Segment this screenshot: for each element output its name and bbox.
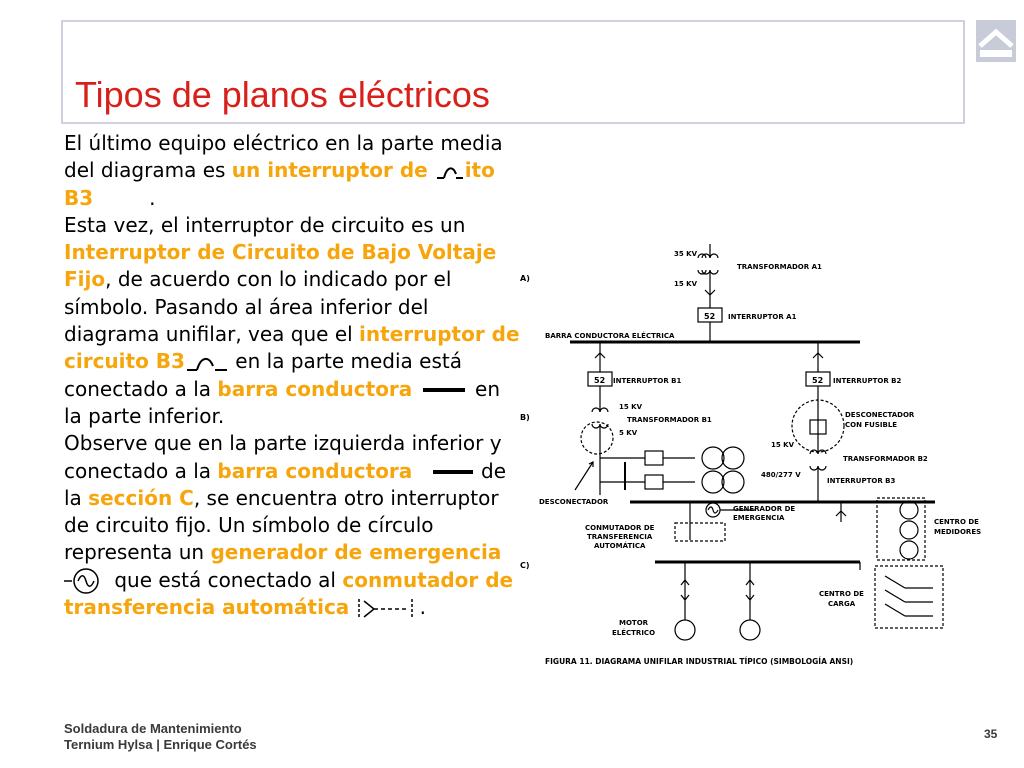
diagram-label: INTERRUPTOR A1 xyxy=(728,313,797,321)
diagram-label: CON FUSIBLE xyxy=(845,421,897,429)
highlight-text: barra conductora xyxy=(217,458,413,483)
diagram-label: EMERGENCIA xyxy=(733,514,785,522)
diagram-label: C) xyxy=(520,561,530,570)
body-text: El último equipo eléctrico en la parte m… xyxy=(64,130,524,622)
diagram-label: B) xyxy=(520,413,530,422)
footer-author: Ternium Hylsa | Enrique Cortés xyxy=(64,737,257,752)
title-frame: Tipos de planos eléctricos xyxy=(61,20,965,124)
highlight-text: generador de emergencia xyxy=(210,540,502,565)
diagram-label: TRANSFORMADOR B1 xyxy=(627,416,712,424)
diagram-label: 5 KV xyxy=(619,429,638,437)
text-run: , se encuentra otro interruptor de circu… xyxy=(64,485,499,565)
diagram-label: TRANSFORMADOR A1 xyxy=(737,263,822,271)
highlight-text: interruptor de circuito B3 xyxy=(64,322,520,374)
highlight-text: un interruptor de xyxy=(231,158,435,183)
bus-bar-symbol-icon xyxy=(422,388,465,393)
text-run: . xyxy=(149,185,156,210)
diagram-label: DESCONECTADOR xyxy=(539,498,609,506)
diagram-label: A) xyxy=(520,274,530,283)
diagram-label: MEDIDORES xyxy=(934,528,981,536)
text-run: en la parte media está conectado a la xyxy=(64,349,462,401)
circuit-breaker-symbol-icon xyxy=(436,167,463,179)
diagram-label: 15 KV xyxy=(771,441,795,449)
diagram-label: ELÉCTRICO xyxy=(612,628,655,637)
logo-icon xyxy=(976,20,1016,62)
diagram-label: AUTOMÁTICA xyxy=(594,541,646,550)
diagram-label: 52 xyxy=(812,376,823,385)
diagram-label: INTERRUPTOR B1 xyxy=(613,377,682,385)
single-line-diagram: A) B) C) 35 KV 15 KV TRANSFORMADOR A1 IN… xyxy=(520,244,981,666)
text-run: de la xyxy=(64,458,507,510)
text-run: . xyxy=(419,595,427,620)
diagram-label: CENTRO DE xyxy=(819,590,864,598)
diagram-label: 35 KV xyxy=(674,250,698,258)
diagram-label: 52 xyxy=(594,376,605,385)
text-run: , de acuerdo con lo indicado por el símb… xyxy=(64,267,452,347)
text-run: El último equipo eléctrico en la parte m… xyxy=(64,131,503,183)
diagram-label: 480/277 V xyxy=(761,471,801,479)
diagram-label: BARRA CONDUCTORA ELÉCTRICA xyxy=(545,331,675,340)
diagram-label: INTERRUPTOR B2 xyxy=(833,377,902,385)
diagram-label: GENERADOR DE xyxy=(733,505,795,513)
bus-bar-symbol-icon xyxy=(432,470,473,475)
text-run: en la parte inferior. xyxy=(64,376,500,428)
highlight-text: Interruptor de Circuito de Bajo Voltaje … xyxy=(64,240,497,292)
text-run: Esta vez, el interruptor de circuito es … xyxy=(64,212,466,237)
highlight-text: barra conductora xyxy=(217,376,413,401)
diagram-label: 15 KV xyxy=(619,403,643,411)
text-run: que está conectado al xyxy=(108,567,343,592)
highlight-text: sección C xyxy=(88,485,194,510)
highlight-text: ito B3 xyxy=(64,158,495,210)
slide-title: Tipos de planos eléctricos xyxy=(75,74,490,115)
circuit-breaker-symbol-icon xyxy=(186,357,227,371)
diagram-label: CARGA xyxy=(828,600,856,608)
diagram-label: 15 KV xyxy=(674,280,698,288)
figure-caption: FIGURA 11. DIAGRAMA UNIFILAR INDUSTRIAL … xyxy=(545,657,853,666)
generator-symbol-icon xyxy=(64,568,99,594)
footer-course: Soldadura de Mantenimiento xyxy=(64,721,242,736)
diagram-label: TRANSFORMADOR B2 xyxy=(843,455,928,463)
diagram-label: INTERRUPTOR B3 xyxy=(827,477,896,485)
diagram-label: CONMUTADOR DE xyxy=(585,524,655,532)
transfer-switch-symbol-icon xyxy=(357,598,413,619)
diagram-label: DESCONECTADOR xyxy=(845,411,915,419)
diagram-label: TRANSFERENCIA xyxy=(587,533,653,541)
text-run: Observe que en la parte izquierda inferi… xyxy=(64,431,502,483)
diagram-label: CENTRO DE xyxy=(934,518,979,526)
highlight-text: conmutador de transferencia automática xyxy=(64,567,514,620)
footer: Soldadura de Mantenimiento Ternium Hylsa… xyxy=(64,721,257,753)
diagram-label: 52 xyxy=(704,312,715,321)
page-number: 35 xyxy=(984,727,998,741)
diagram-label: MOTOR xyxy=(619,619,649,627)
